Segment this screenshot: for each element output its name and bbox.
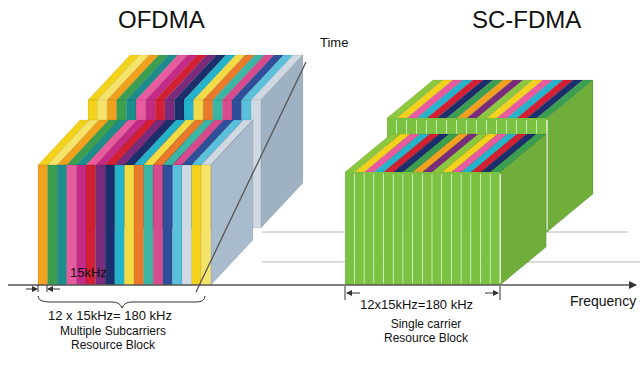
slab-face <box>57 165 67 285</box>
slab-face <box>461 172 471 285</box>
slab-face <box>38 165 48 285</box>
resource-blocks <box>38 55 593 285</box>
slab-face <box>452 172 462 285</box>
axis-label: Time <box>320 36 348 51</box>
slab-face <box>172 165 182 285</box>
slab-face <box>384 172 394 285</box>
axis-label: Frequency <box>570 293 636 309</box>
slab-face <box>471 172 481 285</box>
frequency-axis <box>8 284 636 285</box>
block-caption: Single carrier Resource Block <box>378 318 474 346</box>
slab-face <box>211 120 253 285</box>
slab-face <box>48 165 58 285</box>
slab-face <box>163 165 173 285</box>
slab-face <box>500 134 546 285</box>
slab-face <box>355 172 365 285</box>
slab-face <box>491 172 501 285</box>
slab-face <box>481 172 491 285</box>
slab-face <box>182 165 192 285</box>
subcarrier-line <box>500 174 501 283</box>
slab-face <box>364 172 374 285</box>
slab-face <box>403 172 413 285</box>
slab-face <box>413 172 423 285</box>
block-caption: Multiple Subcarriers Resource Block <box>38 325 188 353</box>
bandwidth-label: 12x15kHz=180 kHz <box>360 298 473 313</box>
bandwidth-label: 12 x 15kHz= 180 kHz <box>48 309 172 324</box>
panel-title: OFDMA <box>118 6 205 34</box>
slab-face <box>442 172 452 285</box>
slab-face <box>547 80 593 232</box>
slab-face <box>394 172 404 285</box>
slab-face <box>374 172 384 285</box>
spacing-label: 15kHz <box>70 266 107 281</box>
slab-face <box>144 165 154 285</box>
panel-title: SC-FDMA <box>472 6 581 34</box>
slab-face <box>134 165 144 285</box>
slab-face <box>153 165 163 285</box>
slab-face <box>192 165 202 285</box>
slab-face <box>115 165 125 285</box>
time-axis <box>196 62 306 292</box>
slab-face <box>124 165 134 285</box>
subcarrier-line <box>546 120 547 230</box>
subcarrier-bracket <box>26 285 205 308</box>
slab-face <box>345 172 355 285</box>
slab-face <box>432 172 442 285</box>
slab-face <box>423 172 433 285</box>
slab-face <box>201 165 211 285</box>
